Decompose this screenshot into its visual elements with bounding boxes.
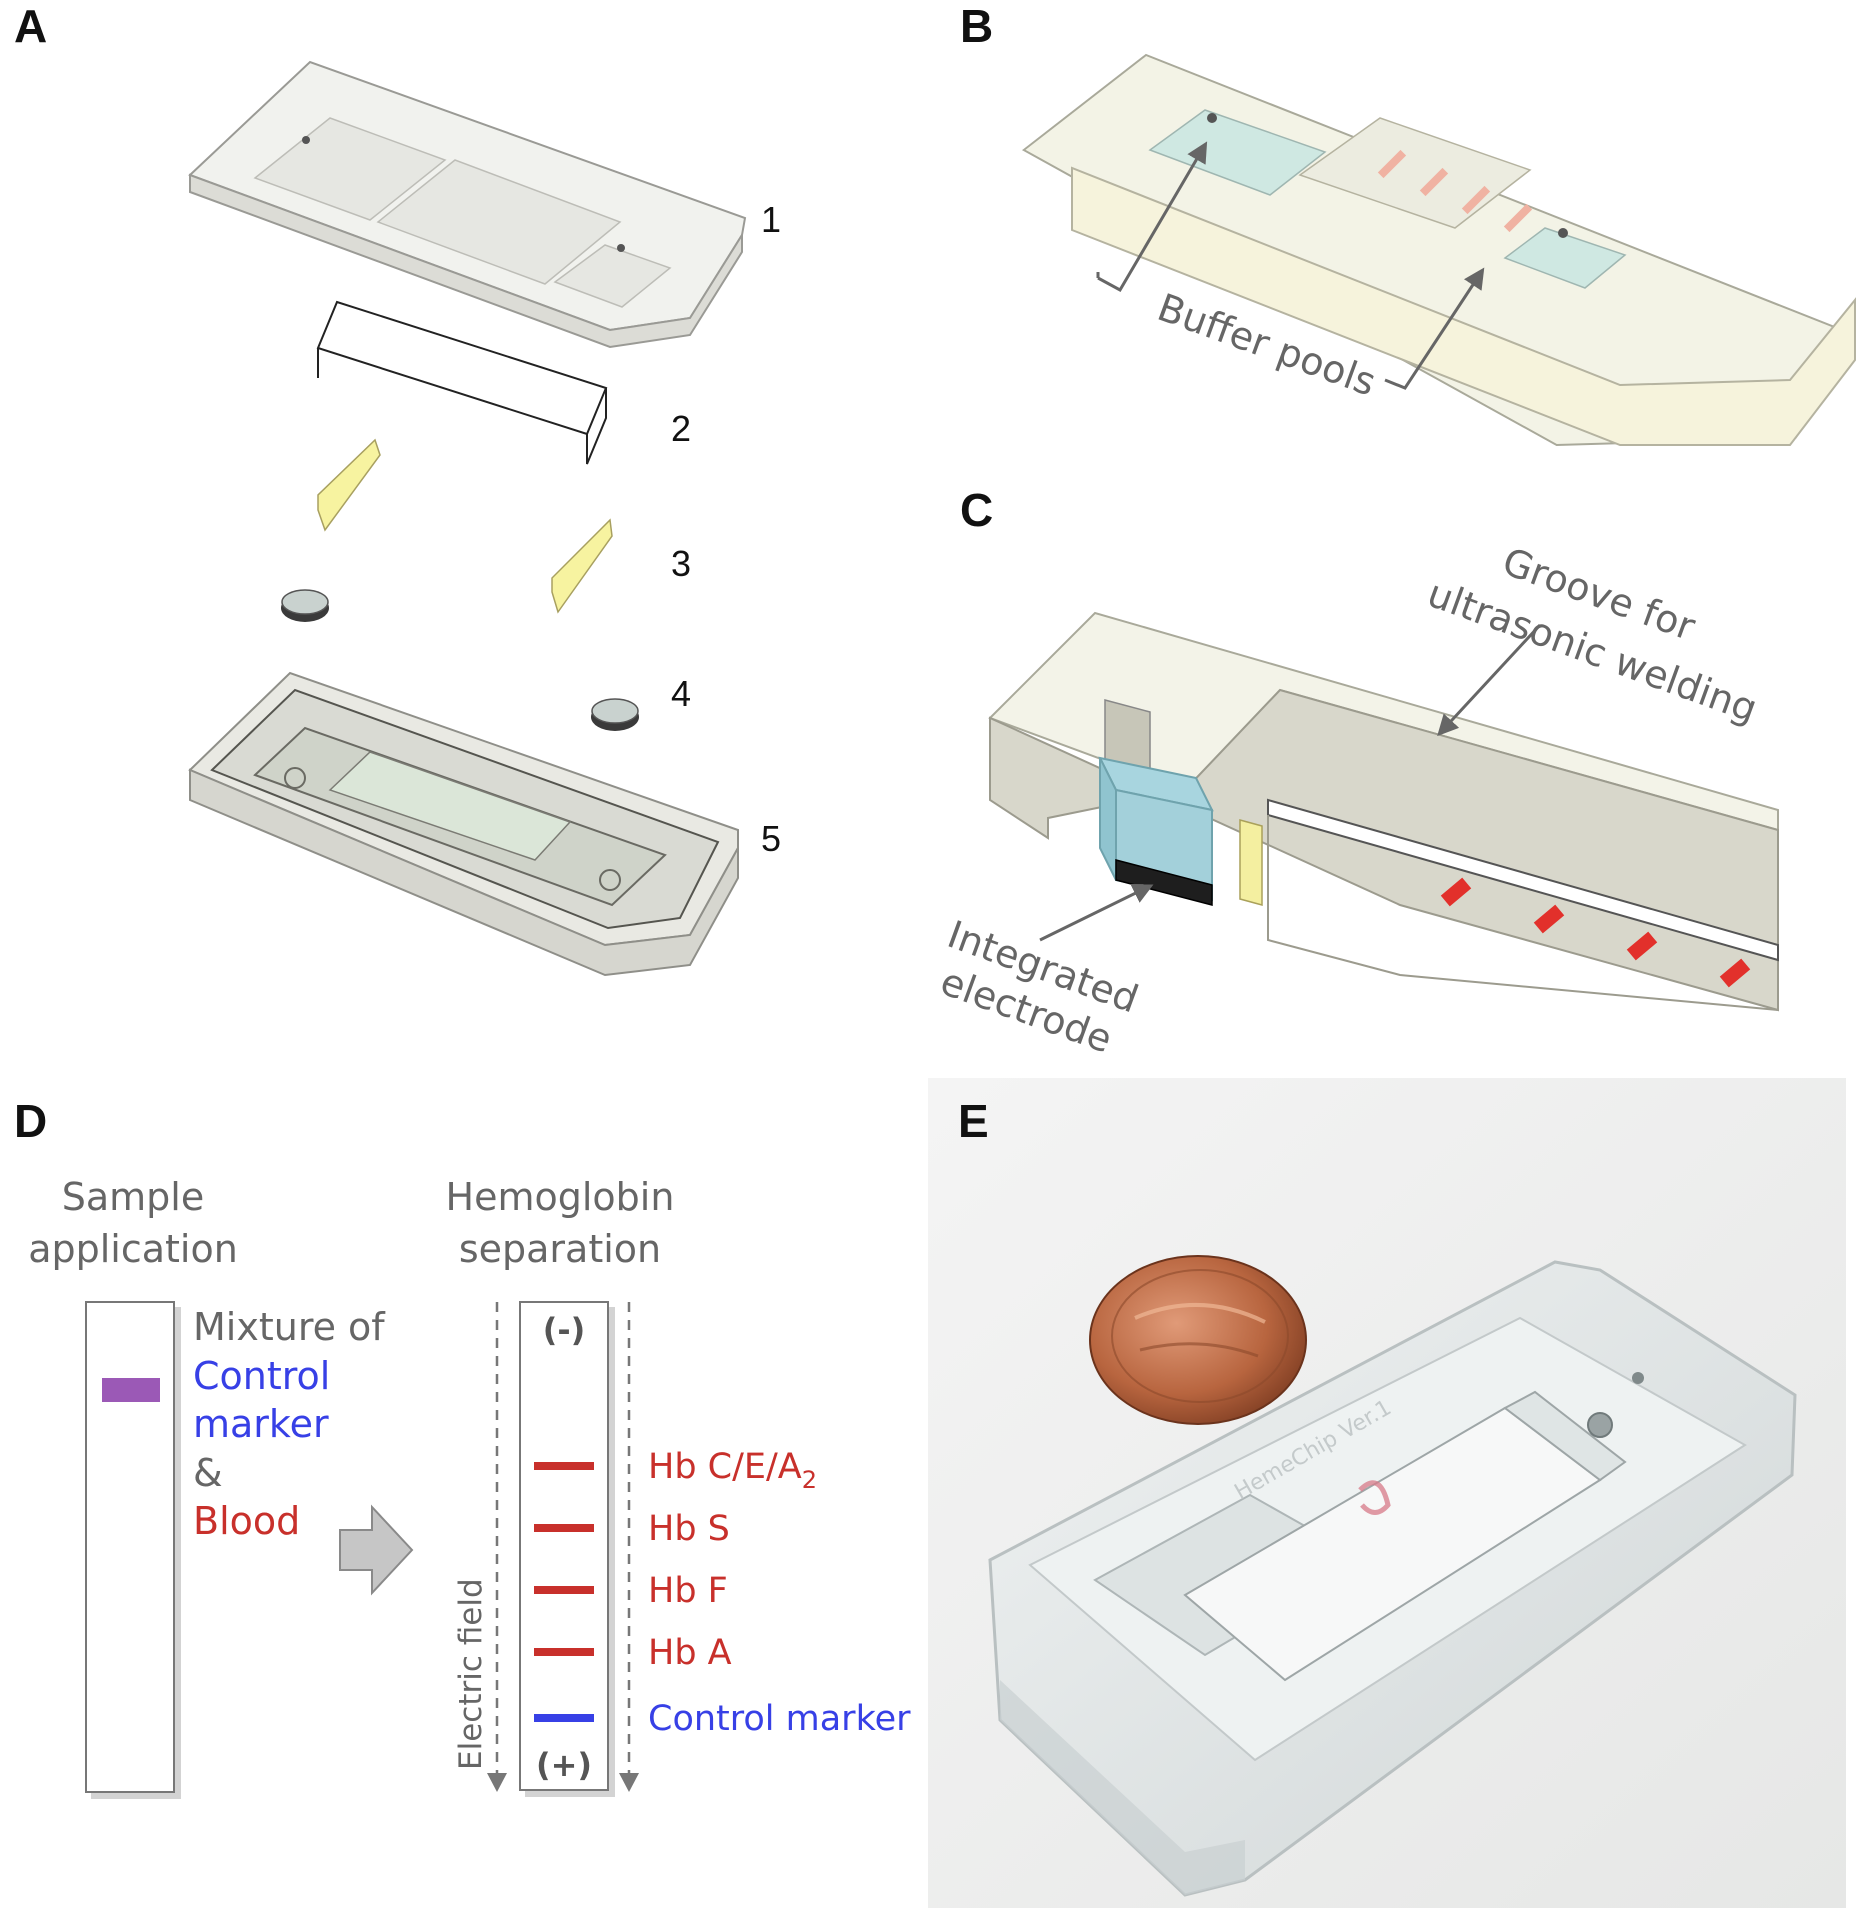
panel-c-letter: C (960, 484, 993, 536)
part-number-3: 3 (671, 543, 691, 584)
filter-pads (317, 438, 613, 614)
panel-b-letter: B (960, 0, 993, 52)
label-hb-a: Hb A (648, 1633, 732, 1673)
groove-callout: Groove for ultrasonic welding (1422, 539, 1763, 737)
mixture-band (102, 1378, 160, 1402)
positive-pole-label: (+) (536, 1746, 592, 1784)
band-hb-ce (534, 1462, 594, 1470)
panel-b: B Buffer pools (960, 0, 1856, 447)
label-hb-ce: Hb C/E/A2 (648, 1447, 817, 1494)
part-number-4: 4 (671, 673, 691, 714)
band-control (534, 1714, 594, 1722)
mixture-label-line3: marker (193, 1402, 329, 1446)
electrode-callout: Integrated electrode (935, 883, 1154, 1062)
band-hb-s (534, 1524, 594, 1532)
assembled-device (1021, 53, 1856, 447)
sample-title-line1: Sample (62, 1175, 204, 1219)
separation-strip (519, 1301, 609, 1791)
label-hb-s: Hb S (648, 1509, 730, 1549)
panel-e: E HemeChip Ver.1 (928, 1078, 1846, 1908)
chip-photo: HemeChip Ver.1 (988, 1260, 1797, 1897)
field-arrow-right-icon (619, 1773, 639, 1792)
electrode-discs (281, 589, 639, 731)
label-hb-f: Hb F (648, 1571, 728, 1611)
mixture-label-line4: & (193, 1451, 223, 1495)
label-control-marker: Control marker (648, 1699, 911, 1739)
band-hb-a (534, 1648, 594, 1656)
mixture-label-line5: Blood (193, 1499, 300, 1543)
part-number-1: 1 (761, 199, 781, 240)
field-arrow-left-icon (487, 1773, 507, 1792)
mixture-label-line2: Control (193, 1354, 330, 1398)
sample-title-line2: application (28, 1227, 238, 1271)
panel-a: A (14, 0, 781, 977)
negative-pole-label: (-) (543, 1311, 586, 1349)
panel-e-letter: E (958, 1095, 989, 1147)
base-part (188, 671, 739, 977)
penny-photo (1089, 1255, 1307, 1425)
strip-part (316, 300, 608, 465)
panel-d: D Sample application Hemoglobin separati… (14, 1095, 911, 1799)
cross-section (988, 611, 1779, 1012)
band-hb-f (534, 1586, 594, 1594)
sample-strip (85, 1301, 175, 1793)
lid-part (188, 60, 747, 349)
mixture-label-line1: Mixture of (193, 1305, 386, 1349)
part-number-2: 2 (671, 408, 691, 449)
panel-a-letter: A (14, 0, 47, 52)
panel-c: C Groove for ultrasonic welding Integrat… (935, 484, 1779, 1062)
process-arrow-icon (339, 1504, 414, 1596)
part-number-5: 5 (761, 818, 781, 859)
electric-field-label: Electric field (453, 1578, 489, 1770)
separation-title-line1: Hemoglobin (446, 1175, 675, 1219)
panel-d-letter: D (14, 1095, 47, 1147)
separation-title-line2: separation (459, 1227, 661, 1271)
